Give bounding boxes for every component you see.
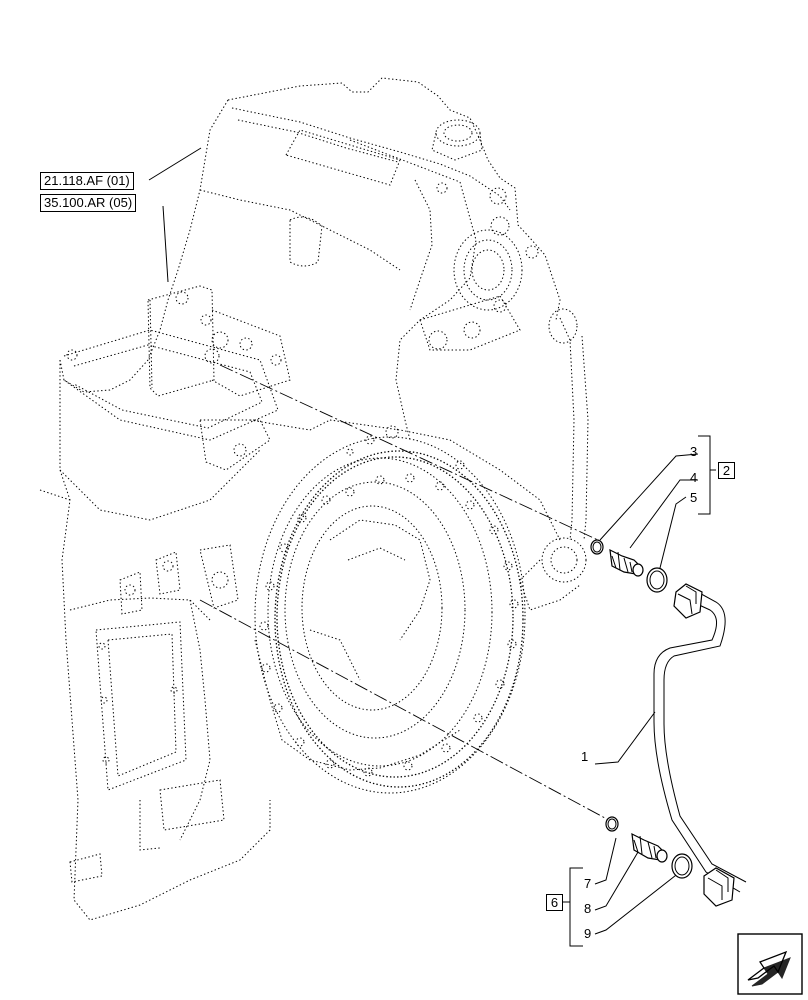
part-4-adapter-fitting: [609, 548, 644, 577]
part-8-adapter-fitting: [631, 832, 668, 863]
part-3-o-ring: [590, 539, 604, 555]
callout-5: 5: [690, 490, 698, 505]
reference-35-100[interactable]: 35.100.AR (05): [40, 194, 137, 212]
callout-7: 7: [584, 876, 592, 891]
part-5-o-ring: [646, 567, 668, 593]
callout-9: 9: [584, 926, 592, 941]
transmission-housing: [39, 77, 589, 921]
leader-lines: [148, 147, 716, 947]
callout-4: 4: [690, 470, 698, 485]
group-6-box[interactable]: 6: [546, 894, 563, 911]
group-2-box[interactable]: 2: [718, 462, 735, 479]
part-1-pipe: [653, 583, 747, 907]
part-7-o-ring: [605, 816, 619, 832]
callout-8: 8: [584, 901, 592, 916]
reference-label: 21.118.AF (01): [44, 173, 130, 188]
callout-1: 1: [581, 749, 589, 764]
next-page-arrow-icon[interactable]: [737, 933, 803, 995]
part-9-o-ring: [671, 853, 693, 879]
reference-21-118[interactable]: 21.118.AF (01): [40, 172, 134, 190]
alignment-lines: [199, 364, 619, 826]
reference-label: 35.100.AR (05): [44, 195, 133, 210]
callout-3: 3: [690, 444, 698, 459]
